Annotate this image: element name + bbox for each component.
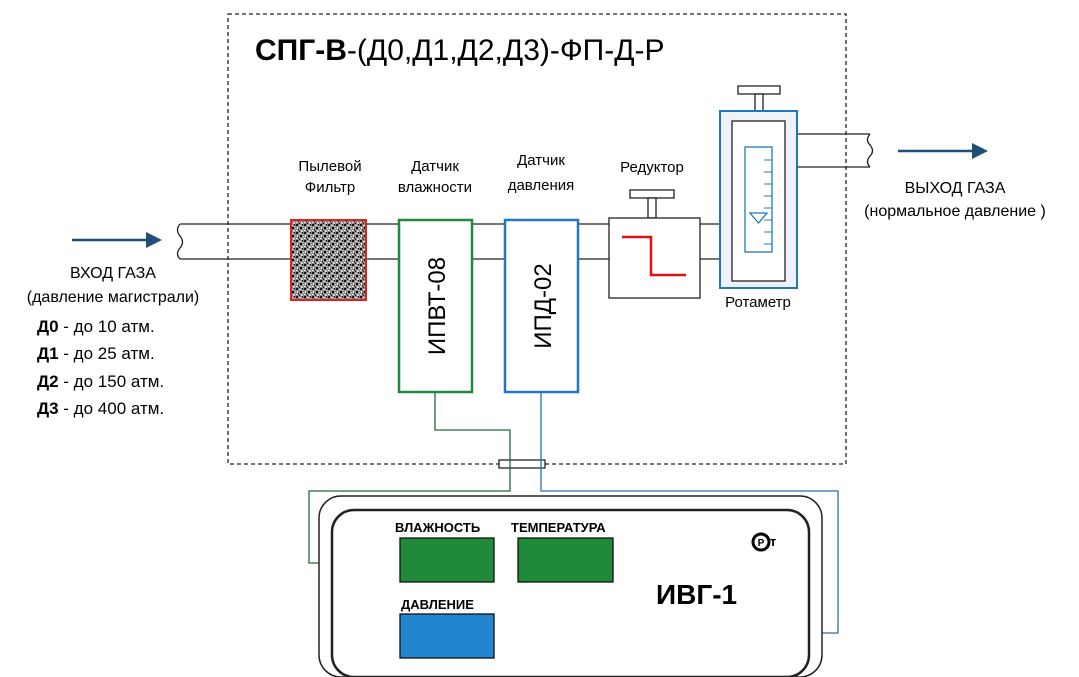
pressure-display xyxy=(399,613,495,659)
rotameter xyxy=(719,85,798,289)
humidity-sensor-label-2: влажности xyxy=(398,179,472,196)
temperature-display-label: ТЕМПЕРАТУРА xyxy=(511,520,606,535)
outlet-sublabel: (нормальное давление ) xyxy=(864,203,1046,220)
filter-label-2: Фильтр xyxy=(305,179,355,196)
svg-text:т: т xyxy=(770,534,776,549)
humidity-sensor-label-1: Датчик xyxy=(411,158,459,175)
rotameter-label: Ротаметр xyxy=(725,294,791,311)
pressure-sensor xyxy=(503,218,580,394)
pressure-option-d2: Д2 - до 150 атм. xyxy=(37,372,164,391)
svg-text:Р: Р xyxy=(758,538,765,549)
title-rest: -(Д0,Д1,Д2,Д3)-ФП-Д-Р xyxy=(347,34,665,67)
reducer-label: Редуктор xyxy=(620,159,684,176)
humidity-display-label: ВЛАЖНОСТЬ xyxy=(395,520,480,535)
gas-pipe xyxy=(176,133,874,260)
pressure-option-d3: Д3 - до 400 атм. xyxy=(37,399,164,418)
system-boundary xyxy=(227,13,847,465)
pressure-sensor-model: ИПД-02 xyxy=(530,263,557,348)
system-title: СПГ-В-(Д0,Д1,Д2,Д3)-ФП-Д-Р xyxy=(255,34,665,67)
humidity-sensor-model: ИПВТ-08 xyxy=(424,257,451,355)
dust-filter xyxy=(290,219,367,301)
device-name: ИВГ-1 xyxy=(656,579,737,610)
certification-mark: Р т xyxy=(751,532,776,552)
pressure-display-label: ДАВЛЕНИЕ xyxy=(401,597,474,612)
humidity-cable xyxy=(308,392,511,567)
inlet-pressure-list: Д0 - до 10 атм. Д1 - до 25 атм. Д2 - до … xyxy=(37,317,164,418)
reducer xyxy=(608,189,701,299)
inlet-arrow xyxy=(72,232,162,248)
temperature-display xyxy=(517,537,614,583)
humidity-display xyxy=(399,537,495,583)
pressure-sensor-label-2: давления xyxy=(508,177,575,194)
inlet-label: ВХОД ГАЗА xyxy=(70,265,156,282)
humidity-sensor xyxy=(397,218,474,394)
pressure-option-d0: Д0 - до 10 атм. xyxy=(37,317,155,336)
cable-gland xyxy=(498,459,546,469)
outlet-arrow xyxy=(898,143,988,159)
inlet-sublabel: (давление магистрали) xyxy=(27,289,199,306)
pressure-sensor-label-1: Датчик xyxy=(517,152,565,169)
filter-label-1: Пылевой xyxy=(298,158,361,175)
pressure-option-d1: Д1 - до 25 атм. xyxy=(37,344,155,363)
outlet-label: ВЫХОД ГАЗА xyxy=(905,180,1006,197)
title-bold: СПГ-В xyxy=(255,34,347,67)
